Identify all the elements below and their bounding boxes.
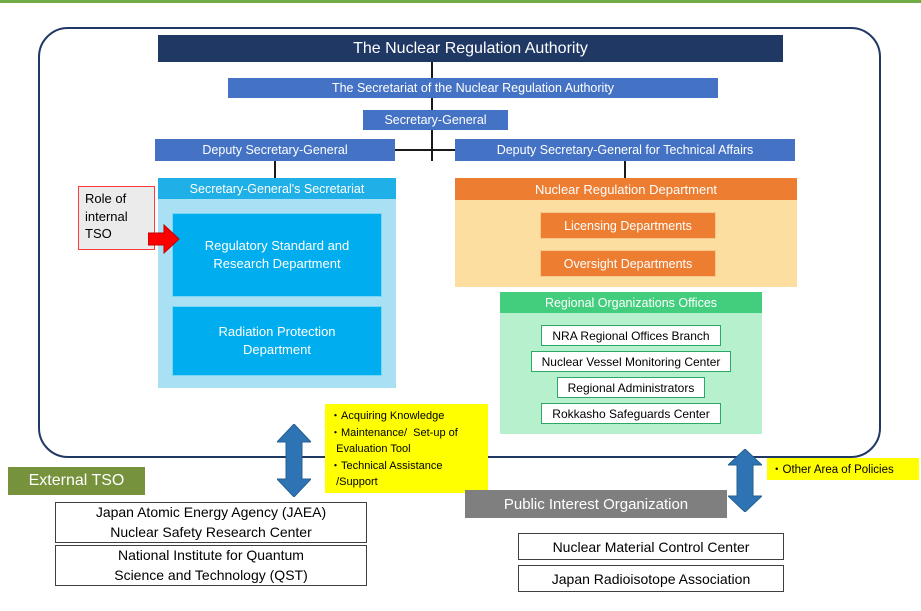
connector-line (431, 62, 433, 78)
nuclear-regulation-dept-header: Nuclear Regulation Department (455, 178, 797, 200)
qst-org-box: National Institute for Quantum Science a… (55, 545, 367, 586)
connector-line (624, 161, 626, 178)
red-arrow-icon (148, 224, 180, 254)
regional-office-item: Regional Administrators (556, 377, 706, 398)
public-interest-organization-label: Public Interest Organization (465, 490, 727, 518)
double-arrow-icon (728, 449, 762, 512)
role-of-internal-tso-note: Role of internal TSO (78, 186, 155, 250)
jaea-org-box: Japan Atomic Energy Agency (JAEA) Nuclea… (55, 502, 367, 543)
deputy-secretary-general-box: Deputy Secretary-General (155, 139, 395, 161)
regional-organizations-header: Regional Organizations Offices (500, 292, 762, 313)
nra-title-bar: The Nuclear Regulation Authority (158, 35, 783, 62)
deputy-secretary-general-technical-box: Deputy Secretary-General for Technical A… (455, 139, 795, 161)
regional-office-item: Rokkasho Safeguards Center (541, 403, 721, 424)
radiation-protection-dept-box: Radiation Protection Department (172, 306, 382, 376)
connector-line (431, 130, 433, 161)
sg-secretariat-header: Secretary-General's Secretariat (158, 178, 396, 199)
secretary-general-box: Secretary-General (363, 110, 508, 130)
regional-organizations-panel: NRA Regional Offices Branch Nuclear Vess… (500, 313, 762, 434)
connector-line (274, 161, 276, 178)
connector-line (395, 149, 455, 151)
regional-office-item: NRA Regional Offices Branch (541, 325, 721, 346)
licensing-departments-box: Licensing Departments (540, 212, 716, 239)
external-tso-note: ・Acquiring Knowledge ・Maintenance/ Set-u… (325, 404, 488, 493)
double-arrow-icon (277, 424, 311, 497)
regulatory-standard-research-dept-box: Regulatory Standard and Research Departm… (172, 213, 382, 297)
external-tso-label: External TSO (8, 467, 145, 495)
japan-radioisotope-association-box: Japan Radioisotope Association (518, 565, 784, 592)
top-divider-rule (0, 0, 921, 3)
nuclear-material-control-center-box: Nuclear Material Control Center (518, 533, 784, 560)
other-area-of-policies-note: ・Other Area of Policies (767, 458, 919, 480)
oversight-departments-box: Oversight Departments (540, 250, 716, 277)
connector-line (431, 98, 433, 110)
secretariat-bar: The Secretariat of the Nuclear Regulatio… (228, 78, 718, 98)
regional-office-item: Nuclear Vessel Monitoring Center (530, 351, 732, 372)
